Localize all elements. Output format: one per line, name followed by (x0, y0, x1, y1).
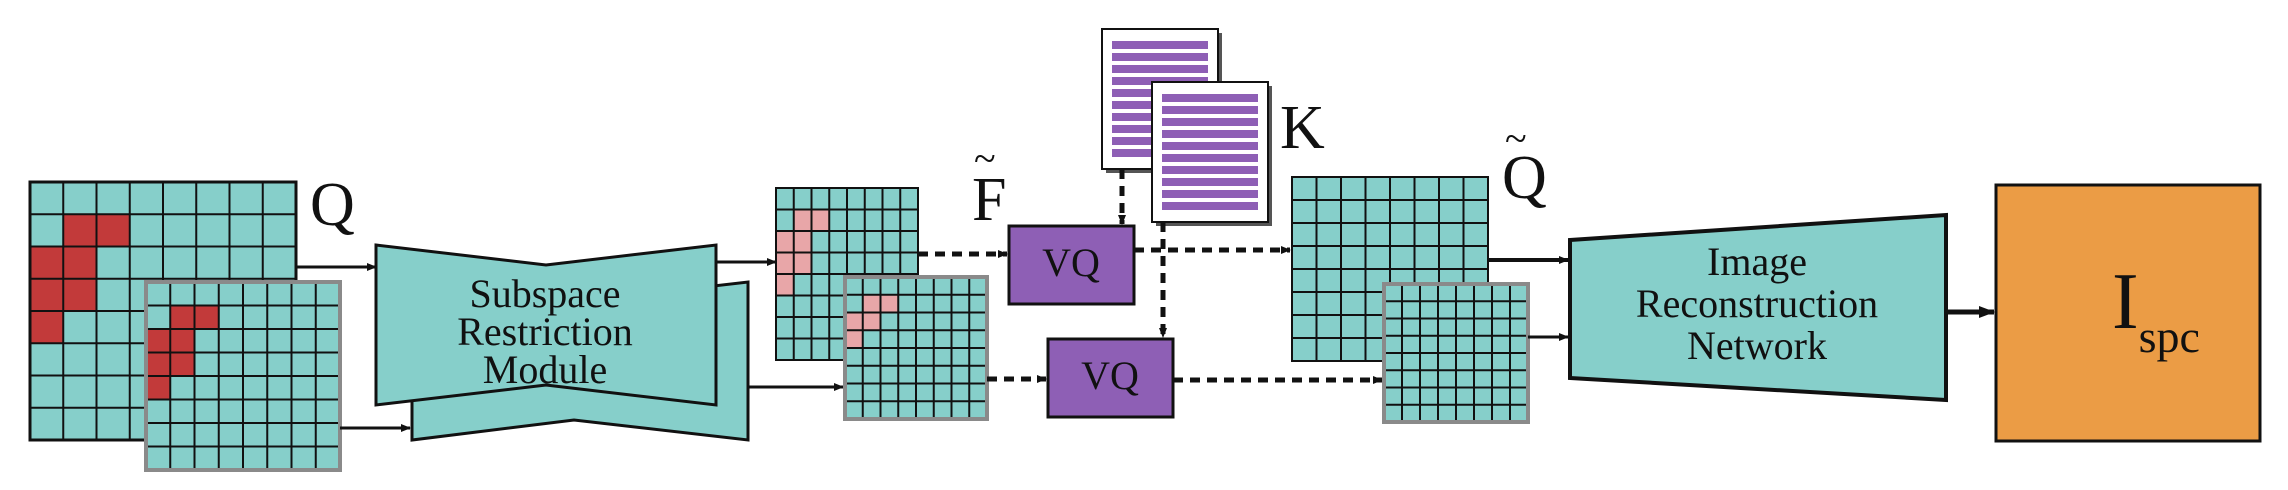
highlighted-cell (194, 305, 219, 329)
label-q: Q (310, 171, 355, 239)
highlighted-cell (811, 209, 830, 231)
highlighted-cell (776, 274, 794, 296)
codebook-entry-bar (1112, 53, 1208, 61)
highlighted-cell (793, 252, 812, 274)
label-q-tilde-accent: ~ (1505, 116, 1527, 161)
highlighted-cell (862, 312, 881, 331)
query-grid-small (144, 280, 342, 472)
output-label-main: I (2112, 258, 2139, 346)
codebook-entry-bar (1162, 190, 1258, 198)
highlighted-cell (30, 311, 64, 344)
grid-border (144, 280, 342, 472)
highlighted-cell (793, 209, 812, 231)
output-image (1994, 183, 2262, 443)
highlighted-cell (845, 312, 863, 331)
highlighted-cell (63, 246, 97, 279)
highlighted-cell (776, 252, 794, 274)
subspace-module-line-3: Module (483, 347, 607, 392)
reconstruction-network (1568, 212, 1948, 403)
network-line-3: Network (1687, 323, 1827, 368)
feature-grid-bottom (843, 275, 989, 421)
vq-box-bottom (1046, 337, 1175, 419)
grid-border (1382, 282, 1530, 424)
quantized-grid-bottom (1382, 282, 1530, 424)
codebook-entry-bar (1162, 130, 1258, 138)
output-label: Ispc (2112, 258, 2200, 362)
highlighted-cell (63, 214, 97, 247)
highlighted-cell (170, 305, 195, 329)
codebook-entry-bar (1162, 166, 1258, 174)
highlighted-cell (170, 352, 195, 376)
highlighted-cell (146, 329, 171, 353)
codebook-entry-bar (1162, 154, 1258, 162)
subspace-module (374, 243, 718, 407)
highlighted-cell (63, 278, 97, 311)
label-f-tilde: F (972, 166, 1006, 234)
grid-border (843, 275, 989, 421)
codebook-entry-bar (1162, 118, 1258, 126)
codebook-entry-bar (1162, 178, 1258, 186)
codebook-page-front (1151, 81, 1272, 226)
highlighted-cell (96, 214, 130, 247)
label-q-tilde: Q (1502, 144, 1547, 212)
highlighted-cell (880, 294, 899, 313)
codebook-entry-bar (1162, 202, 1258, 210)
vq-box-bottom-label: VQ (1081, 353, 1139, 398)
highlighted-cell (845, 330, 863, 348)
highlighted-cell (862, 294, 881, 313)
network-line-1: Image (1707, 239, 1807, 284)
network-line-2: Reconstruction (1636, 281, 1878, 326)
vq-box-top (1007, 224, 1136, 306)
highlighted-cell (30, 278, 64, 311)
codebook-entry-bar (1112, 65, 1208, 73)
highlighted-cell (776, 231, 794, 253)
vq-box-top-label: VQ (1042, 240, 1100, 285)
highlighted-cell (146, 376, 171, 400)
highlighted-cell (146, 352, 171, 376)
codebook-entry-bar (1162, 142, 1258, 150)
label-f-tilde-accent: ~ (974, 136, 996, 181)
codebook-entry-bar (1112, 41, 1208, 49)
highlighted-cell (793, 231, 812, 253)
highlighted-cell (170, 329, 195, 353)
page-sheet (1151, 81, 1269, 223)
subspace-module-line-2: Restriction (457, 309, 633, 354)
codebook-entry-bar (1162, 106, 1258, 114)
highlighted-cell (30, 246, 64, 279)
label-k: K (1280, 94, 1325, 162)
codebook-entry-bar (1162, 94, 1258, 102)
output-label-sub: spc (2139, 311, 2200, 362)
subspace-module-line-1: Subspace (469, 271, 620, 316)
